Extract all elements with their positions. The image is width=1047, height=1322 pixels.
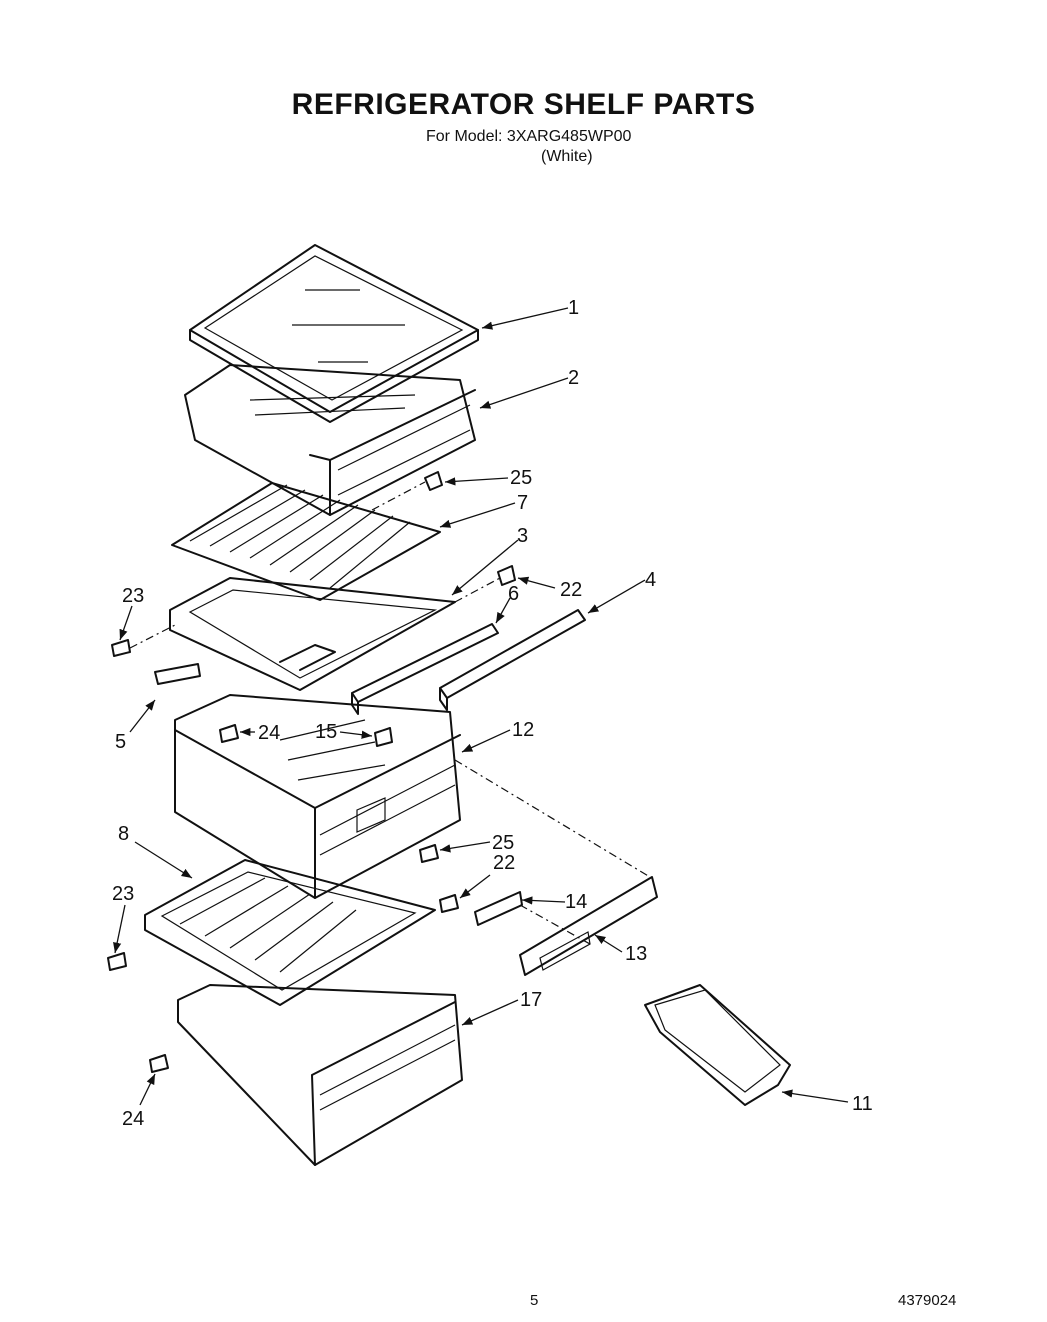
rail-6 [351, 623, 499, 715]
lower-tray [144, 859, 436, 1006]
callout-22-upper: 22 [560, 579, 582, 601]
callout-2: 2 [568, 367, 579, 389]
trim-clip [474, 891, 523, 926]
middle-drawer [174, 694, 461, 899]
callout-1: 1 [568, 297, 579, 319]
bottom-drawer [177, 984, 463, 1166]
callout-7: 7 [517, 492, 528, 514]
callout-12: 12 [512, 719, 534, 741]
callout-8: 8 [118, 823, 129, 845]
rail-5 [154, 663, 201, 685]
storage-bin [644, 984, 791, 1106]
leader-lines [113, 307, 849, 1106]
color-label: (White) [541, 148, 593, 165]
shelf-frame [169, 577, 456, 691]
alignment-lines [129, 481, 656, 945]
screws [107, 471, 516, 1073]
callout-15: 15 [315, 721, 337, 743]
upper-drawer [184, 364, 476, 516]
front-trim [519, 876, 658, 976]
callout-11: 11 [852, 1093, 873, 1115]
callout-3: 3 [517, 525, 528, 547]
callout-25-upper: 25 [510, 467, 532, 489]
rail-4 [439, 609, 586, 711]
callout-24-lower: 24 [122, 1108, 144, 1130]
callout-4: 4 [645, 569, 656, 591]
callout-5: 5 [115, 731, 126, 753]
model-label: For Model: 3XARG485WP00 [426, 128, 632, 145]
page-title: REFRIGERATOR SHELF PARTS [291, 88, 756, 121]
callout-13: 13 [625, 943, 647, 965]
callout-14: 14 [565, 891, 587, 913]
document-number: 4379024 [898, 1292, 957, 1309]
callout-22-lower: 22 [493, 852, 515, 874]
callout-23-lower: 23 [112, 883, 134, 905]
callout-6: 6 [508, 583, 519, 605]
callout-25-lower: 25 [492, 832, 514, 854]
callout-23-upper: 23 [122, 585, 144, 607]
page-number: 5 [530, 1292, 539, 1309]
callout-24-upper: 24 [258, 722, 280, 744]
callout-17: 17 [520, 989, 542, 1011]
callout-labels: 1 2 25 7 3 22 6 4 23 5 24 15 12 8 25 22 … [112, 297, 873, 1130]
glass-shelf [189, 244, 479, 423]
